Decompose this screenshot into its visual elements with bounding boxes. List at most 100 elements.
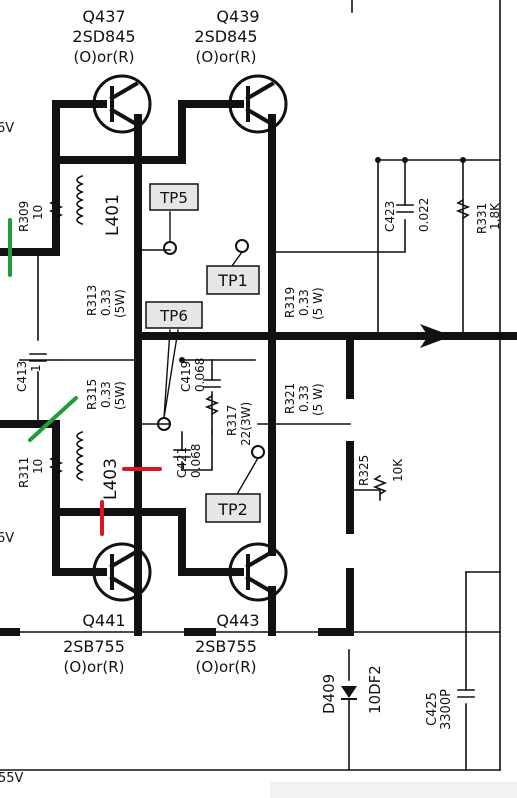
tp6-label-box: [145, 301, 203, 329]
tp6-pointer-b: [163, 329, 179, 419]
r315-value: 0.33: [99, 381, 113, 408]
c413-name: C413: [15, 361, 29, 392]
q437-rank: (O)or(R): [74, 48, 135, 66]
capacitor-c413-plates: [29, 353, 47, 362]
q443-name: Q443: [216, 611, 259, 630]
r313-value: 0.33: [99, 289, 113, 316]
r319-name: R319: [283, 287, 297, 318]
q439-rank: (O)or(R): [196, 48, 257, 66]
trace-r309-left: [0, 156, 60, 256]
r321-rating: (5 W): [311, 383, 325, 416]
capacitor-c419-plates: [203, 379, 221, 388]
q441-name: Q441: [82, 611, 125, 630]
r313-rating: (5W): [113, 289, 127, 318]
capacitor-c421-plates: [173, 449, 191, 458]
d409-name: D409: [320, 674, 338, 714]
q441-rank: (O)or(R): [64, 658, 125, 676]
resistor-r331-zigzag: [455, 198, 471, 220]
green-mark-bottom: [28, 396, 78, 442]
transistor-q437-symbol: [109, 81, 139, 127]
l401-label: L401: [103, 194, 123, 236]
transistor-q443-body: [228, 542, 288, 602]
junction-dot: [375, 333, 381, 339]
resistor-r317-zigzag: [204, 394, 220, 416]
q443-rank: (O)or(R): [196, 658, 257, 676]
q441-part: 2SB755: [63, 637, 125, 656]
test-point-tp2-ring: [251, 445, 265, 459]
junction-dot: [460, 157, 466, 163]
tp6-pointer-a: [163, 329, 171, 419]
wire-r325: [349, 489, 381, 501]
voltage-text-bottom: 55V: [0, 771, 24, 786]
transistor-q439-symbol: [245, 81, 275, 127]
r321-value: 0.33: [297, 385, 311, 412]
junction-dot: [134, 332, 142, 340]
resistor-r325-zigzag: [372, 474, 388, 496]
q437-name: Q437: [82, 7, 125, 26]
trace-upper-bridge: [134, 100, 244, 164]
tp2-label-box: [205, 493, 261, 523]
test-point-tp1-ring: [235, 239, 249, 253]
q443-part: 2SB755: [195, 637, 257, 656]
r315-rating: (5W): [113, 381, 127, 410]
r331-name: R331: [475, 203, 489, 234]
r325-name: R325: [357, 455, 371, 486]
transistor-q441-symbol: [109, 549, 139, 595]
trace-q437-emitter-frame: [52, 100, 142, 164]
voltage-text-mid: 6V: [0, 531, 14, 546]
transistor-q437-body: [92, 74, 152, 134]
tp5-label: TP5: [159, 189, 188, 207]
capacitor-c425-plates: [457, 689, 475, 698]
junction-dot: [52, 508, 60, 516]
transistor-q443-symbol: [245, 549, 275, 595]
c423-value: 0.022: [417, 198, 431, 232]
tp2-pointer: [235, 457, 259, 497]
r309-value: 10: [31, 205, 45, 220]
r319-rating: (5 W): [311, 287, 325, 320]
r319-value: 0.33: [297, 289, 311, 316]
c419-value: 0.068: [193, 358, 207, 392]
r317-name: R317: [225, 405, 239, 436]
inductor-l403-coil: [76, 430, 85, 482]
transistor-q441-body: [92, 542, 152, 602]
c423-name: C423: [383, 201, 397, 232]
junction-dot: [134, 156, 142, 164]
q439-part: 2SD845: [194, 27, 257, 46]
trace-lower-bridge: [52, 508, 244, 576]
trace-rail-lower: [318, 568, 354, 636]
capacitor-c423-plates: [396, 204, 414, 213]
r317-value: 22(3W): [239, 402, 253, 446]
diode-d409-symbol-icon: [341, 686, 357, 698]
r311-name: R311: [17, 457, 31, 488]
tp6-label: TP6: [159, 307, 188, 325]
tp1-label-box: [206, 265, 260, 295]
r331-value: 1.8K: [488, 202, 502, 230]
transistor-q439-body: [228, 74, 288, 134]
junction-dot: [460, 333, 466, 339]
q437-part: 2SD845: [72, 27, 135, 46]
voltage-text-top: 6V: [0, 121, 14, 136]
tp5-label-box: [149, 183, 199, 211]
trace-r311-left: [0, 420, 107, 576]
tp1-label: TP1: [217, 271, 248, 290]
wire-c423: [271, 159, 406, 253]
output-arrow-icon: [420, 324, 452, 348]
d409-part: 10DF2: [366, 665, 384, 714]
junction-dot: [179, 357, 185, 363]
test-point-tp5-ring: [163, 241, 177, 255]
r325-value: 10K: [391, 458, 405, 482]
wire-r317-join: [181, 431, 213, 471]
r315-name: R315: [85, 379, 99, 410]
r321-name: R321: [283, 383, 297, 414]
junction-dot: [375, 157, 381, 163]
resistor-r309-zigzag: [48, 198, 64, 220]
c425-value: 3300P: [439, 689, 454, 730]
c421-value: 0.068: [189, 444, 203, 478]
c425-name: C425: [425, 692, 440, 726]
c419-name: C419: [179, 361, 193, 392]
r311-value: 10: [31, 459, 45, 474]
r313-name: R313: [85, 285, 99, 316]
q439-name: Q439: [216, 7, 259, 26]
